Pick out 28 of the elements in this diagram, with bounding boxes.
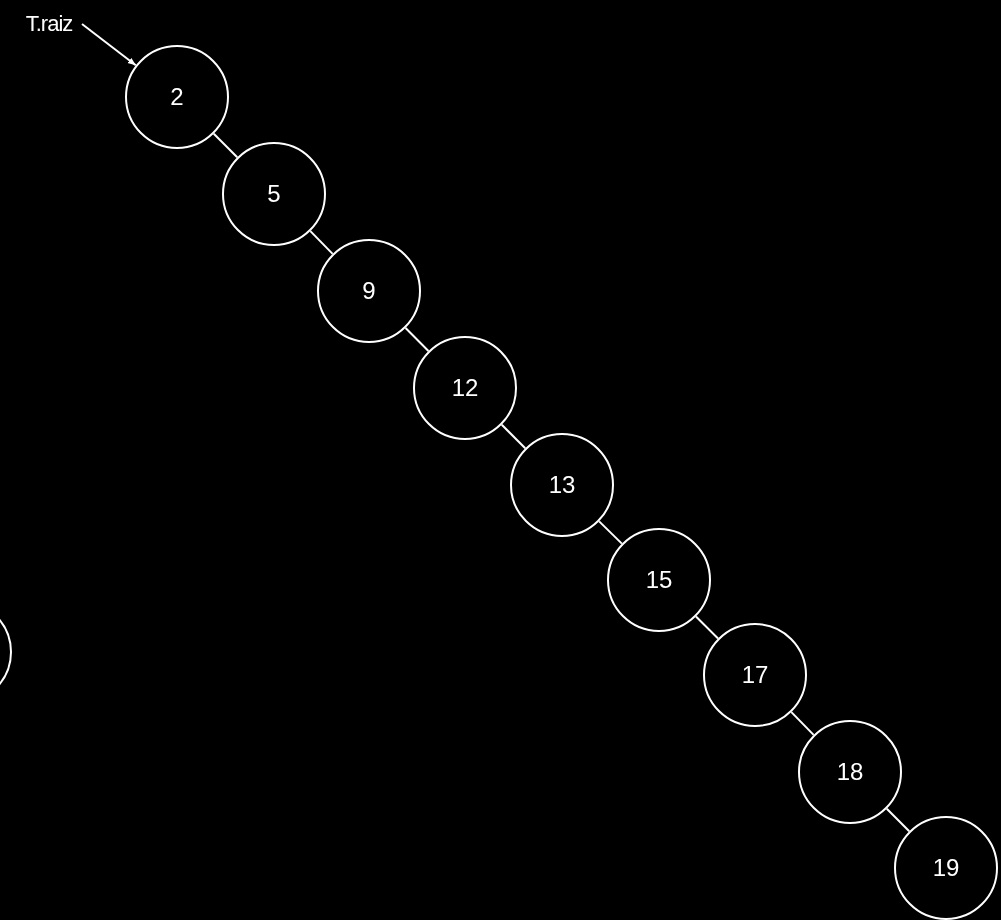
tree-node-circle xyxy=(607,528,711,632)
node-key: 2 xyxy=(170,83,184,111)
node-key: 13 xyxy=(548,471,576,499)
pointer-label: T.raiz xyxy=(18,8,80,40)
pointer-arrow xyxy=(81,23,137,67)
node-key: 12 xyxy=(451,374,479,402)
tree-link xyxy=(885,807,911,833)
tree-link xyxy=(790,711,815,736)
tree-link xyxy=(598,520,623,545)
tree-link xyxy=(694,615,720,640)
node-key: 15 xyxy=(645,566,673,594)
tree-link xyxy=(309,230,334,255)
tree-node-circle xyxy=(317,239,421,343)
tree-node-circle xyxy=(222,142,326,246)
tree-node-circle xyxy=(125,45,229,149)
node-key: 9 xyxy=(362,277,376,305)
tree-node-circle xyxy=(894,816,998,920)
node-key: 17 xyxy=(741,661,769,689)
tree-link xyxy=(404,326,430,353)
node-key: 5 xyxy=(267,180,281,208)
tree-node-circle xyxy=(510,433,614,537)
tree-node-circle xyxy=(703,623,807,727)
node-key: 19 xyxy=(932,854,960,882)
tree-link xyxy=(500,423,527,450)
tree-link xyxy=(212,132,239,159)
tree-node-circle xyxy=(798,720,902,824)
tree-node-circle xyxy=(413,336,517,440)
node-key: 18 xyxy=(836,758,864,786)
